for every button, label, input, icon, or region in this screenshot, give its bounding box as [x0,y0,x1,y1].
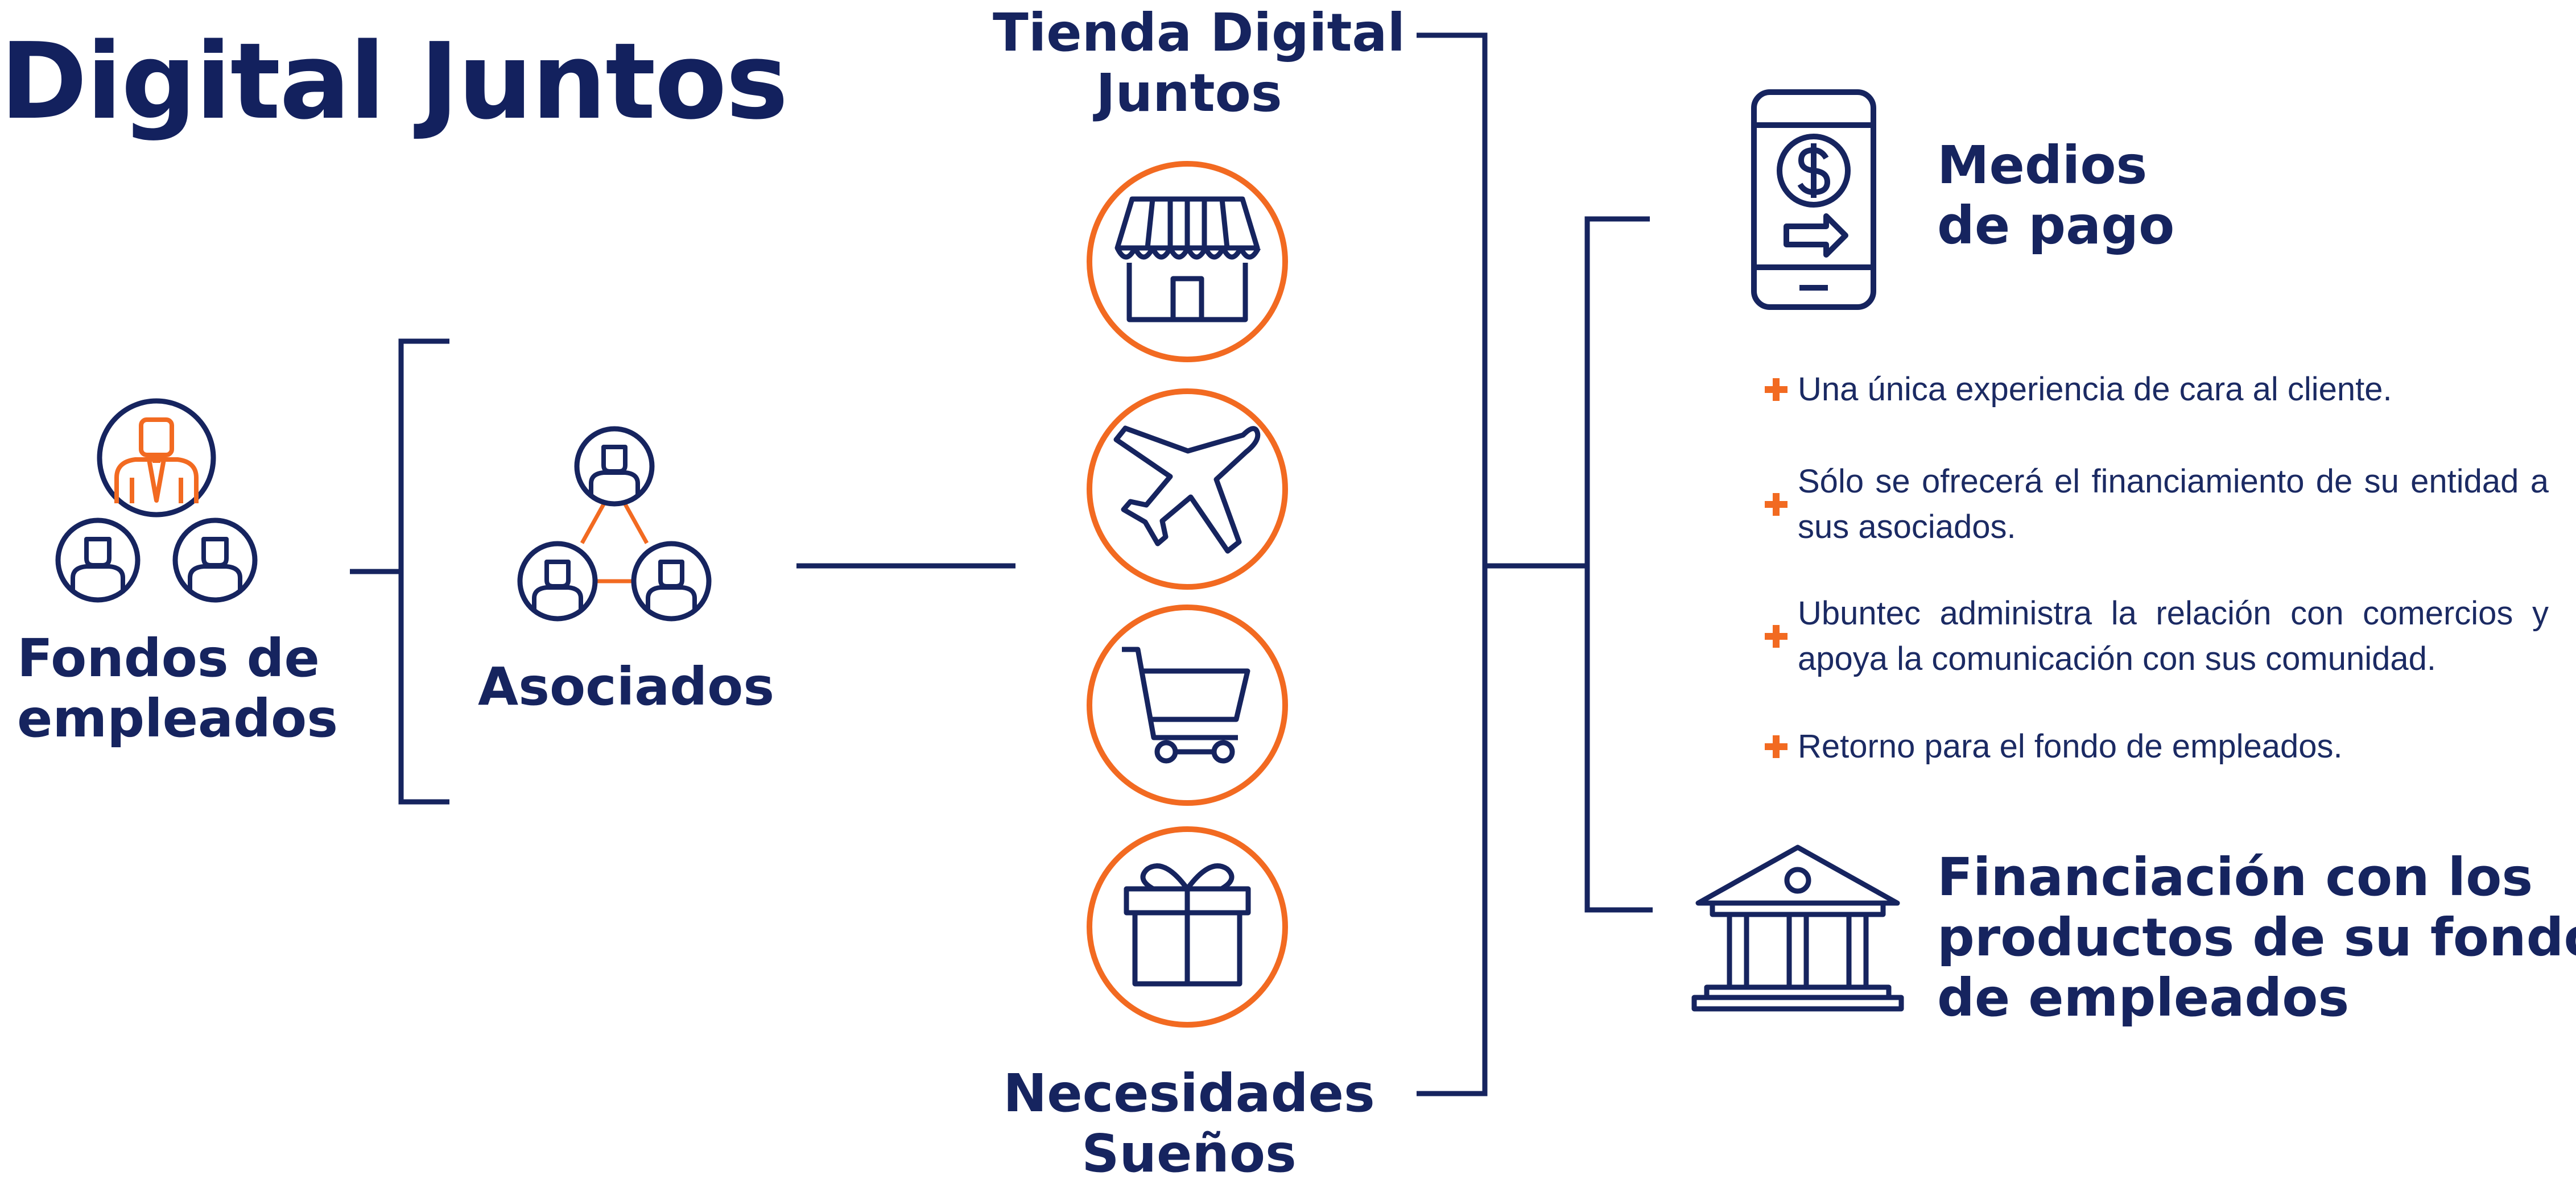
bracket-tienda [1417,32,1488,1096]
plus-icon [1765,378,1787,401]
fondos-label-line1: Fondos de [17,628,320,689]
bracket-pagos [1584,216,1653,913]
benefits-list: Una única experiencia de cara al cliente… [1764,367,2549,769]
gift-circle [1087,826,1288,1028]
asociados-label: Asociados [478,656,775,717]
executive-person-icon [114,417,199,503]
phone-payment-icon [1751,89,1876,310]
tienda-label-line1: Tienda Digital [993,2,1406,63]
bracket-asociados [398,338,449,805]
medios-label-line1: Medios [1937,135,2148,196]
travel-circle [1087,388,1288,590]
person-icon [55,518,141,603]
plus-icon [1765,625,1787,648]
store-circle [1087,161,1288,362]
benefit-item: Retorno para el fondo de empleados. [1764,724,2549,769]
financiacion-label-line3: de empleados [1937,967,2350,1028]
store-icon [1114,196,1261,322]
fondos-label-line2: empleados [17,688,338,749]
medios-label-line2: de pago [1937,194,2175,256]
gift-icon [1124,863,1251,987]
network-links-icon [580,502,649,583]
benefit-item: Sólo se ofrecerá el financiamiento de su… [1764,459,2549,550]
medios-label: Medios de pago [1937,135,2174,256]
financiacion-label-line1: Financiación con los [1937,847,2533,908]
plus-icon [1765,493,1787,516]
person-icon [172,518,258,603]
tienda-label-line2: Juntos [1096,62,1282,123]
financiacion-label-line2: productos de su fondo [1937,906,2576,968]
benefit-item: Una única experiencia de cara al cliente… [1764,367,2549,412]
necesidades-label-line1: Necesidades [1003,1063,1375,1124]
tienda-label: Tienda Digital Juntos [993,2,1406,123]
financiacion-label: Financiación con los productos de su fon… [1937,847,2576,1028]
necesidades-label-line2: Sueños [1081,1123,1297,1184]
asociados-icon-group [517,426,712,622]
person-icon [574,426,655,507]
fondos-icon-group [55,398,258,603]
plus-icon [1765,735,1787,758]
fondos-label: Fondos de empleados [17,628,338,749]
benefit-item: Ubuntec administra la relación con comer… [1764,591,2549,682]
airplane-icon [1113,425,1261,554]
person-icon [517,541,598,622]
shopping-cart-icon [1122,647,1250,764]
executive-circle-icon [97,398,216,518]
cart-circle [1087,605,1288,806]
necesidades-label: Necesidades Sueños [993,1063,1385,1184]
person-icon [631,541,712,622]
page-title: Digital Juntos [0,20,789,143]
bank-icon [1691,844,1904,1012]
